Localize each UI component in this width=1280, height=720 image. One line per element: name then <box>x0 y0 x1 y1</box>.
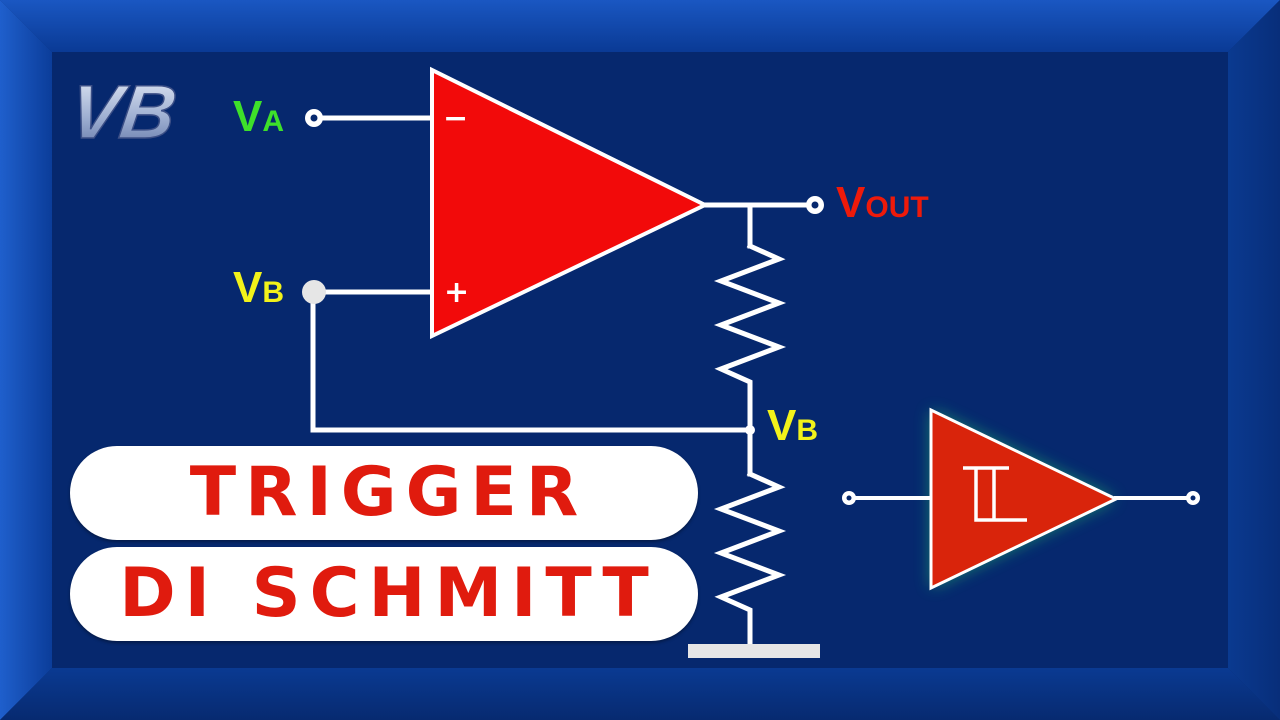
schmitt-trigger-symbol <box>842 407 1200 591</box>
opamp: − + <box>430 66 710 340</box>
vb-junction <box>745 425 755 435</box>
terminals <box>302 109 824 435</box>
label-vb-divider: VB <box>767 401 818 450</box>
ground-icon <box>688 644 820 658</box>
inverting-input-sign: − <box>443 101 468 136</box>
title-text-line-2: DI SCHMITT <box>119 554 658 633</box>
vb-node <box>302 280 326 304</box>
resistor-top <box>713 242 787 391</box>
resistor-bottom <box>713 470 787 615</box>
title-line-2: DI SCHMITT <box>70 547 698 641</box>
label-vb: VB <box>233 263 284 312</box>
title-line-1: TRIGGER <box>70 446 698 540</box>
wire-feedback-loop <box>310 289 753 433</box>
noninverting-input-sign: + <box>444 275 469 310</box>
label-va: VA <box>233 92 284 141</box>
vb-logo: VB <box>64 70 181 155</box>
title-text-line-1: TRIGGER <box>189 453 588 532</box>
hysteresis-loop-icon <box>963 466 1027 522</box>
circuit-wires <box>310 115 809 653</box>
label-vout: VOUT <box>836 178 929 227</box>
